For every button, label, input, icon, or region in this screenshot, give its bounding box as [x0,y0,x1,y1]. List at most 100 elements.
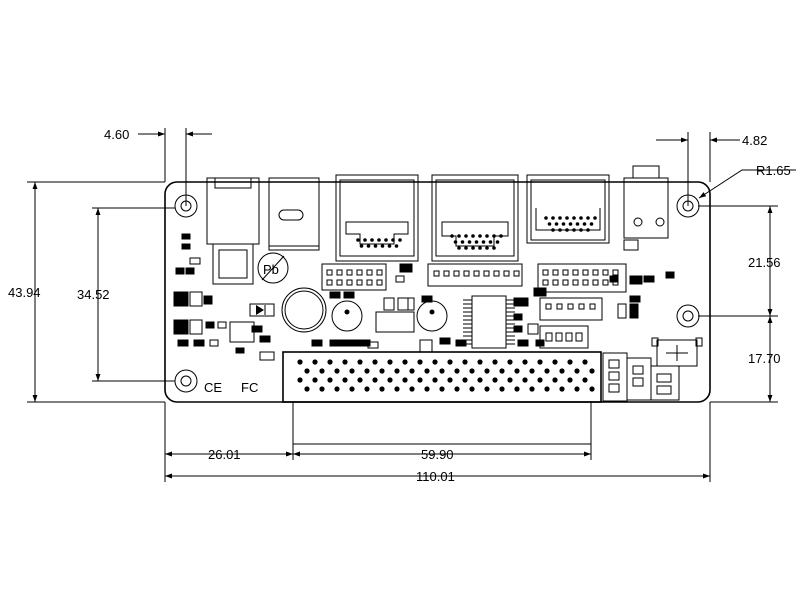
gpio-pin [514,386,520,392]
header-pin [612,269,619,276]
fc-mark-text: FC [241,380,258,395]
gpio-pin [589,368,595,374]
header-pin [336,279,343,286]
rj45-pin [478,234,482,238]
gpio-pin [387,377,393,383]
rj45-pin [363,238,367,242]
header-pin [562,269,569,276]
pin-header-small [539,297,603,321]
gpio-pin [357,377,363,383]
rj45-pin [453,240,458,244]
rj45-pin [457,234,461,238]
gpio-pin [379,386,385,392]
gpio-pin [522,359,528,365]
gpio-pin [417,359,423,365]
smd-part [251,325,263,333]
board-outline [164,181,711,403]
rj45-pin [586,228,590,232]
header-pin [376,269,383,276]
gpio-pin [469,386,475,392]
rj45-pin [380,244,385,248]
connector-pin [575,332,583,342]
gpio-pin [394,368,400,374]
smd-part [513,313,523,321]
rj45-pin [575,222,580,226]
smd-part [329,291,341,299]
power-jack [268,177,320,251]
gpio-pin [432,377,438,383]
smd-part [203,295,213,305]
header-pin [602,279,609,286]
rj45-pin [488,240,493,244]
jst-connector-2 [626,357,652,401]
gpio-pin [424,368,430,374]
connector-pin [565,332,573,342]
gpio-pin [574,386,580,392]
dim-hole-offset-right-text: 4.82 [742,133,767,148]
rj45-pin [551,228,555,232]
rj45-pin [471,246,475,250]
header-pin [542,279,549,286]
smd-part [185,267,195,275]
rj45-pin [554,222,559,226]
smd-part [367,341,379,349]
gpio-pin [319,386,325,392]
audio-jack [623,165,669,251]
gpio-pin [304,368,310,374]
header-pin [453,270,460,277]
rj45-pin [492,234,496,238]
gpio-pin [402,377,408,383]
smd-part [329,339,371,347]
rj45-pin [485,234,489,238]
rj45-pin [565,216,569,220]
header-pin [592,279,599,286]
smd-part [173,291,189,307]
rj45-pin [579,228,583,232]
smd-part [209,339,219,347]
header-pin [356,279,363,286]
smd-part [229,321,255,343]
header-pin [592,269,599,276]
dc-jack [206,177,260,285]
rj45-pin [373,244,378,248]
smd-part [189,319,203,335]
gpio-pin [507,377,513,383]
smd-part [665,271,675,279]
header-pin [552,279,559,286]
gpio-pin [559,368,565,374]
header-pin [433,270,440,277]
gpio-connector [282,351,602,445]
header-pin [376,279,383,286]
rj45-port-3 [526,174,610,244]
gpio-pin [552,359,558,365]
gpio-pin [409,386,415,392]
header-pin [503,270,510,277]
mounting-hole-middle-right [676,304,700,328]
dim-left-to-connector-text: 26.01 [208,447,241,462]
smd-part [533,287,547,297]
rj45-pin [547,222,552,226]
gpio-pin [349,368,355,374]
gpio-pin [522,377,528,383]
gpio-pin [417,377,423,383]
rj45-pin [572,216,576,220]
gpio-pin [402,359,408,365]
smd-part [193,339,205,347]
smd-part [217,321,227,329]
rj45-pin [544,216,548,220]
gpio-pin [529,368,535,374]
dim-hole-offset-left-text: 4.60 [104,127,129,142]
gpio-pin [432,359,438,365]
header-pin [572,279,579,286]
gpio-pin [537,359,543,365]
rj45-pin [387,244,392,248]
gpio-pin [537,377,543,383]
gpio-pin [582,377,588,383]
rj45-pin [356,238,360,242]
rj45-pin [579,216,583,220]
gpio-pin [477,377,483,383]
gpio-pin [312,377,318,383]
gpio-pin [582,359,588,365]
pin-header-right [537,263,627,293]
